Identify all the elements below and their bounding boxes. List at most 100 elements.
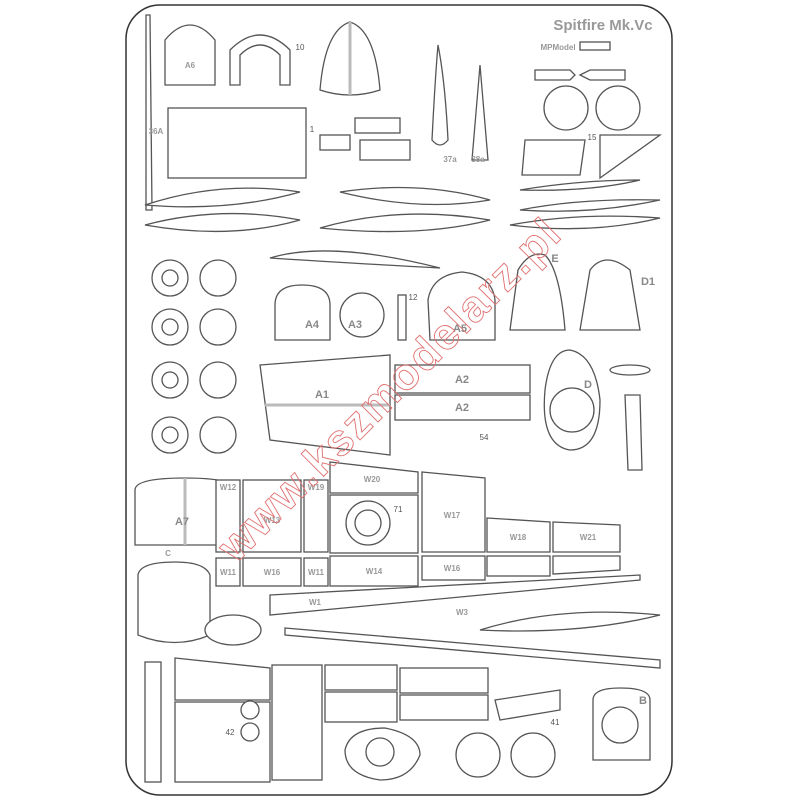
part-label: A5 xyxy=(453,323,467,335)
part-a2-bottom xyxy=(394,394,531,421)
part-a6 xyxy=(164,24,216,86)
part-label: W20 xyxy=(364,475,381,484)
part-w21 xyxy=(552,521,621,553)
part-label: W21 xyxy=(580,533,597,542)
part-a5 xyxy=(427,271,496,341)
part-label: A6 xyxy=(185,61,196,70)
part-label: W14 xyxy=(366,567,383,576)
part-panel xyxy=(174,657,271,701)
part-41 xyxy=(494,689,561,721)
part-w20b xyxy=(552,555,621,575)
wheel-set xyxy=(151,259,237,454)
part-w18 xyxy=(486,517,551,553)
part-label: 10 xyxy=(296,43,305,52)
part-label: C xyxy=(165,549,171,558)
part-strut xyxy=(624,394,643,471)
part-label: W17 xyxy=(444,511,461,520)
part-panel xyxy=(271,664,323,781)
part-38a xyxy=(471,64,489,161)
part-e xyxy=(509,253,566,331)
part-label: D1 xyxy=(641,276,655,288)
part-w11b xyxy=(303,557,329,587)
part-label: A2 xyxy=(455,374,469,386)
part-w14 xyxy=(329,555,419,587)
part-rib xyxy=(519,179,641,191)
part-w17 xyxy=(421,471,486,553)
part-disc xyxy=(595,85,641,131)
part-prop xyxy=(609,364,651,376)
part-label: W11 xyxy=(308,568,325,577)
part-canopy-piece xyxy=(204,614,262,646)
part-small xyxy=(534,69,576,81)
part-small xyxy=(319,134,351,151)
part-label: A1 xyxy=(315,389,329,401)
part-strip xyxy=(145,14,153,211)
part-rib xyxy=(144,212,301,233)
part-panel xyxy=(324,664,398,691)
part-w16b xyxy=(421,555,486,581)
part-rib xyxy=(319,213,491,233)
part-label: W1 xyxy=(309,598,322,607)
part-label: A7 xyxy=(175,516,189,528)
part-rib xyxy=(509,215,661,230)
part-37a xyxy=(431,44,449,146)
part-panel xyxy=(399,694,489,721)
part-c xyxy=(137,561,211,644)
part-w13 xyxy=(242,479,302,553)
part-fin xyxy=(599,134,663,180)
part-disc xyxy=(543,85,589,131)
part-a2-top xyxy=(394,364,531,394)
part-label: 12 xyxy=(409,293,418,302)
part-rib xyxy=(519,199,661,212)
part-disc xyxy=(240,722,260,742)
part-panel xyxy=(324,691,398,723)
part-label: W16 xyxy=(264,568,281,577)
part-label: W19 xyxy=(308,483,325,492)
part-rib xyxy=(479,611,661,632)
part-strip xyxy=(144,661,162,783)
part-label: 36A xyxy=(149,127,164,136)
part-w16 xyxy=(242,557,302,587)
part-label: 38a xyxy=(471,155,485,164)
part-disc xyxy=(510,732,556,778)
part-12 xyxy=(397,294,407,341)
part-d1 xyxy=(579,259,641,331)
part-w19 xyxy=(303,479,329,553)
part-label: 37a xyxy=(443,155,457,164)
part-w18b xyxy=(486,555,551,577)
part-w1-spar xyxy=(269,574,641,616)
part-label: 41 xyxy=(551,718,560,727)
part-label: W13 xyxy=(264,516,281,525)
part-rib xyxy=(144,187,301,208)
part-label: W12 xyxy=(220,483,237,492)
part-label: A3 xyxy=(348,319,362,331)
part-label: D xyxy=(584,379,592,391)
part-label: W3 xyxy=(456,608,469,617)
part-15 xyxy=(521,139,586,176)
part-label: A4 xyxy=(305,319,320,331)
part-w12 xyxy=(215,479,241,553)
part-disc xyxy=(455,732,501,778)
part-label: 54 xyxy=(480,433,489,442)
part-w11a xyxy=(215,557,241,587)
part-label: 1 xyxy=(310,125,315,134)
sheet-title: Spitfire Mk.Vc xyxy=(553,17,652,34)
maker-label: MPModel xyxy=(540,43,575,52)
part-rib xyxy=(339,186,491,206)
part-disc xyxy=(240,700,260,720)
part-label: E xyxy=(551,253,558,265)
part-rib xyxy=(269,250,441,269)
part-w20 xyxy=(329,461,419,494)
part-label: B xyxy=(639,695,647,707)
part-w3-spar xyxy=(284,627,661,669)
part-small xyxy=(354,117,401,134)
part-small xyxy=(578,69,626,81)
part-floor xyxy=(167,107,307,179)
part-10 xyxy=(229,34,291,86)
part-label: A2 xyxy=(455,402,469,414)
part-label: 42 xyxy=(226,728,235,737)
logo-plate xyxy=(579,41,611,51)
part-label: W18 xyxy=(510,533,527,542)
part-panel xyxy=(399,667,489,694)
